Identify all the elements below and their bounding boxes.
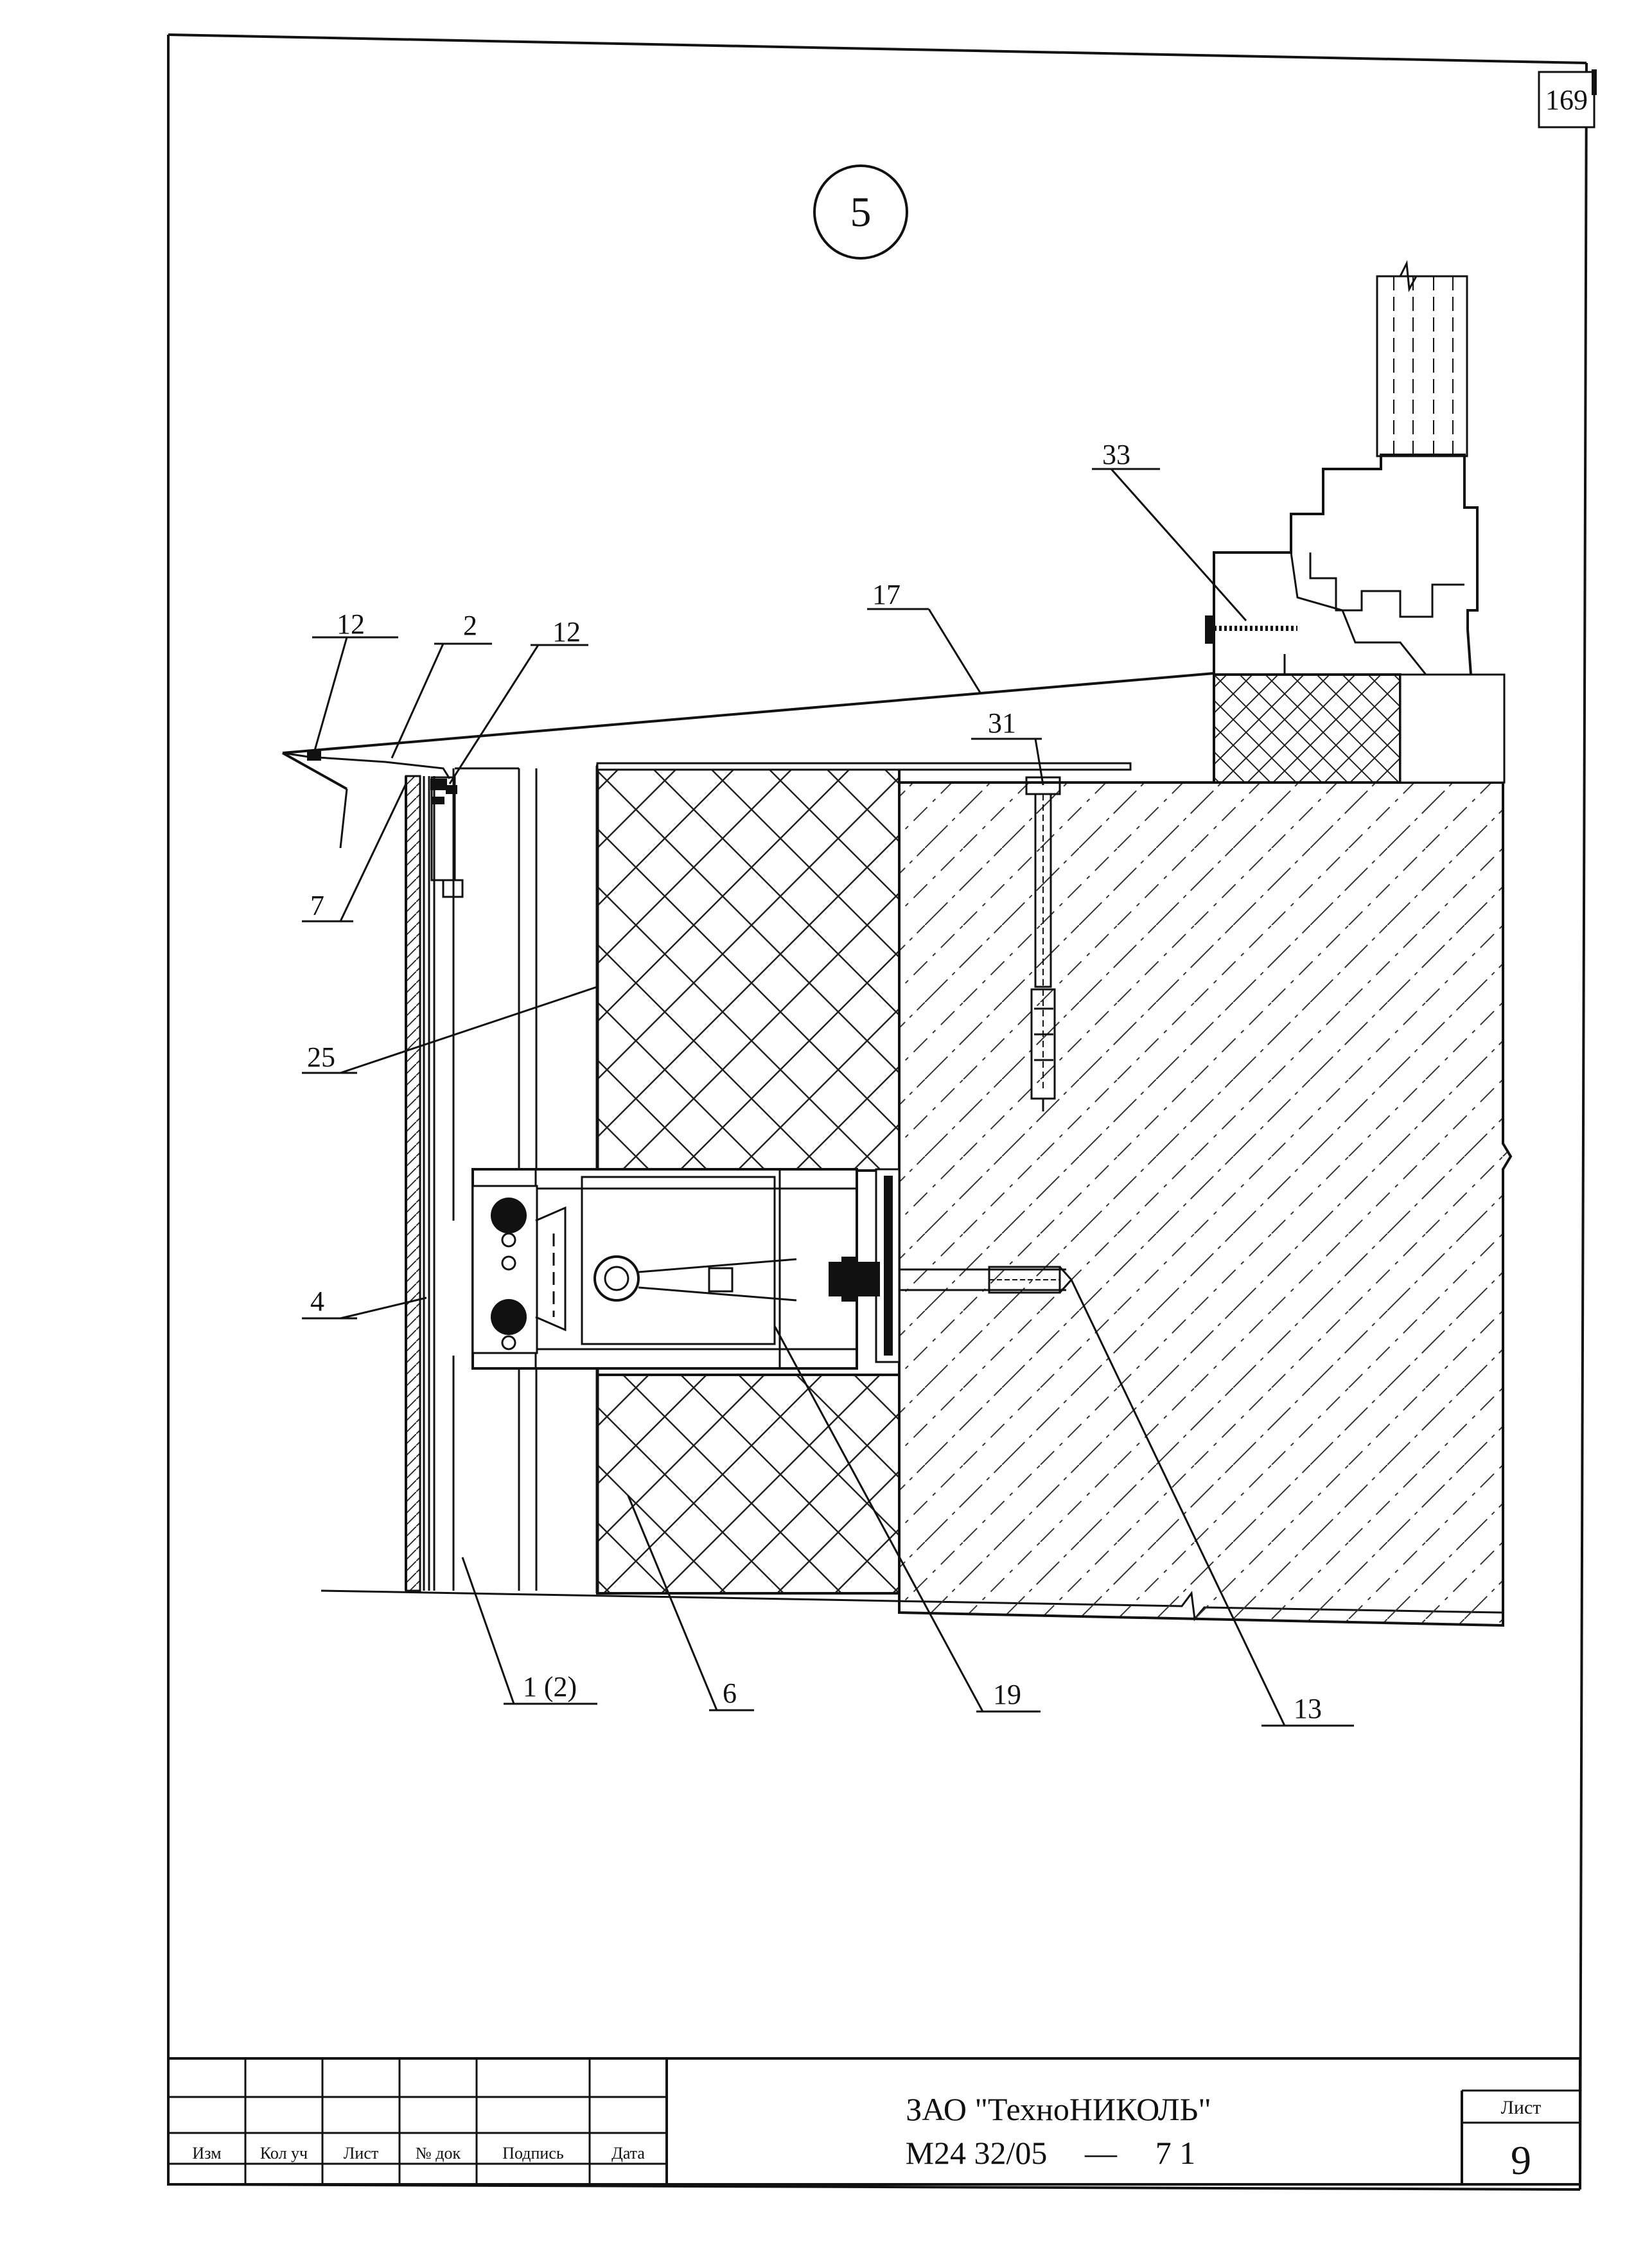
sheet-number: 9 <box>1511 2137 1531 2183</box>
detail-marker-number: 5 <box>850 189 872 236</box>
detail-marker: 5 <box>813 164 908 260</box>
facade-panel <box>405 775 435 1592</box>
insulation-lower <box>596 1374 901 1595</box>
callout-25: 25 <box>307 1041 335 1073</box>
sheet-corner-number-box: 169 <box>1538 69 1597 128</box>
bracket-assembly <box>471 1168 1073 1370</box>
col-izm: Изм <box>192 2144 221 2162</box>
callout-labels: 12 2 12 17 33 31 7 25 4 1 (2) 6 19 13 <box>307 439 1322 1724</box>
callout-6: 6 <box>723 1677 737 1709</box>
concrete-wall <box>898 781 1513 1627</box>
sheet-label: Лист <box>1501 2097 1542 2118</box>
callout-2: 2 <box>463 610 477 641</box>
anchor-dowel-31 <box>1025 776 1061 1111</box>
rivet-cluster <box>430 779 457 804</box>
callout-7: 7 <box>310 890 324 921</box>
col-doc-no: № док <box>416 2144 461 2162</box>
title-block <box>167 2057 1581 2186</box>
window-frame <box>1205 260 1479 675</box>
callout-31: 31 <box>988 707 1016 739</box>
col-date: Дата <box>611 2144 645 2162</box>
title-block-columns: Изм Кол уч Лист № док Подпись Дата <box>192 2144 645 2162</box>
callout-1-2: 1 (2) <box>523 1671 577 1702</box>
company-name: ЗАО "ТехноНИКОЛЬ" <box>906 2091 1211 2127</box>
col-list: Лист <box>344 2144 378 2162</box>
callout-leaders <box>302 468 1354 1727</box>
document-dash: — <box>1084 2135 1118 2171</box>
callout-19: 19 <box>993 1679 1021 1710</box>
callout-12-left: 12 <box>337 608 365 640</box>
document-suffix: 7 1 <box>1156 2135 1196 2171</box>
col-signature: Подпись <box>502 2144 564 2162</box>
col-kol-uch: Кол уч <box>260 2144 308 2162</box>
sill-flashing <box>282 672 1215 849</box>
sill-insulation-block <box>1213 673 1506 784</box>
callout-17: 17 <box>872 579 901 610</box>
sheet-corner-number: 169 <box>1545 84 1588 116</box>
callout-4: 4 <box>310 1286 324 1317</box>
callout-12-right: 12 <box>552 616 581 648</box>
document-code: М24 32/05 <box>906 2135 1048 2171</box>
insulation-upper <box>596 765 901 1172</box>
callout-13: 13 <box>1294 1693 1322 1724</box>
callout-33: 33 <box>1102 439 1130 470</box>
